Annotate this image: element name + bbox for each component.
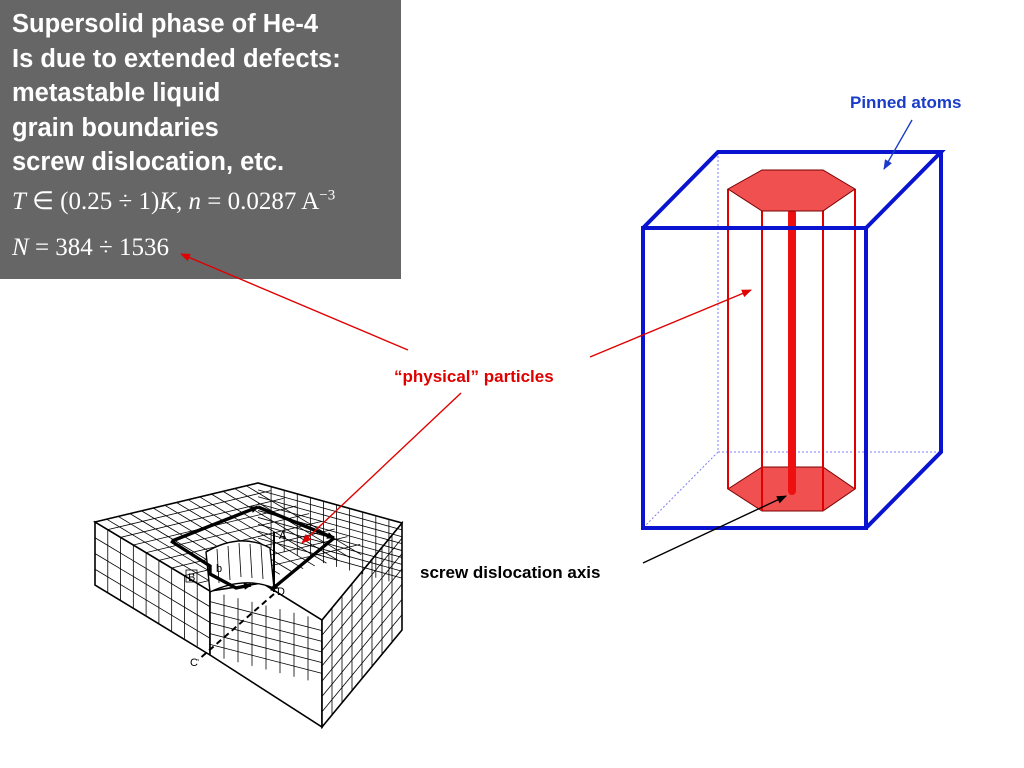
box-back-edge — [642, 451, 719, 529]
formula-symbol-T: T — [12, 188, 26, 215]
formula-range: ∈ (0.25 ÷ 1) — [25, 188, 160, 215]
top-hexagon — [727, 169, 856, 212]
lattice-grid-line — [94, 537, 211, 608]
lattice-grid-line — [321, 583, 403, 682]
title-line: Is due to extended defects: — [12, 44, 341, 73]
physical-particles-arrow-to-lattice — [301, 392, 462, 544]
lattice-grid-line — [257, 523, 403, 565]
lattice-point-label-D: D — [277, 586, 285, 598]
screw-dislocation-box-diagram — [641, 150, 946, 530]
formula-symbol-n: n — [188, 188, 202, 215]
lattice-grid-line — [94, 568, 211, 639]
dislocation-line-dashed — [197, 593, 275, 661]
lattice-grid-line — [321, 599, 403, 697]
formula-temperature-density: T ∈ (0.25 ÷ 1)K, n = 0.0287 A−3 — [12, 186, 335, 216]
lattice-grid-line — [234, 488, 350, 558]
lattice-point-label-C: C — [190, 657, 198, 669]
pinned-atoms-label: Pinned atoms — [850, 93, 962, 112]
title-line: metastable liquid — [12, 79, 221, 107]
transparent-box-outline — [641, 150, 946, 530]
lattice-grid-line — [94, 553, 211, 623]
lattice-grid-line — [227, 545, 231, 581]
lattice-point-label-B: B — [188, 572, 195, 584]
lattice-grid-line — [176, 502, 292, 572]
lattice-grid-line — [257, 537, 403, 579]
physical-particles-arrow-to-formula — [180, 253, 409, 351]
formula-count-value: = 384 ÷ 1536 — [28, 234, 170, 261]
lattice-grid-line — [238, 542, 242, 578]
lattice-grid-line — [120, 497, 284, 538]
lattice-grid-line — [257, 489, 403, 531]
lattice-grid-line — [257, 503, 403, 545]
lattice-point-label-b: b — [216, 563, 222, 575]
lattice-grid-line — [321, 614, 403, 712]
lattice-point-marker — [185, 569, 198, 583]
formula-density-value: = 0.0287 A — [201, 188, 320, 215]
screw-dislocation-axis-label: screw dislocation axis — [420, 563, 601, 582]
physical-particles-label: “physical” particles — [394, 367, 554, 386]
burgers-circuit-segment — [257, 505, 335, 540]
formula-symbol-K: K — [159, 188, 176, 215]
lattice-grid-line — [199, 496, 315, 567]
lattice-grid-line — [209, 611, 323, 642]
burgers-circuit-segment — [171, 505, 259, 543]
lattice-point-label-A: A — [279, 530, 287, 542]
formula-symbol-N: N — [12, 234, 29, 261]
burgers-circuit-segment — [269, 536, 336, 592]
lattice-grid-line — [187, 499, 304, 570]
title-box: Supersolid phase of He-4 Is due to exten… — [0, 0, 401, 279]
title-line: screw dislocation, etc. — [12, 148, 285, 176]
lattice-grid-line — [209, 601, 323, 632]
physical-particles-arrow-to-cylinder — [589, 289, 752, 358]
title-line: grain boundaries — [12, 113, 219, 142]
lattice-grid-line — [146, 513, 310, 554]
burgers-circuit-segment — [170, 539, 252, 590]
lattice-grid-line — [257, 530, 403, 572]
title-line: Supersolid phase of He-4 — [12, 10, 319, 38]
crystal-lattice-diagram: A BbC D — [92, 482, 404, 730]
lattice-grid-line — [209, 633, 323, 664]
lattice-grid-line — [107, 490, 271, 531]
lattice-grid-line — [249, 543, 253, 579]
pinned-atoms-arrow — [883, 119, 913, 170]
lattice-grid-line — [209, 622, 323, 653]
screw-axis-arrow — [642, 495, 787, 564]
formula-exponent: −3 — [319, 187, 336, 204]
formula-particle-count: N = 384 ÷ 1536 — [12, 234, 169, 262]
lattice-grid-line — [106, 518, 222, 589]
lattice-grid-line — [321, 568, 403, 667]
title-lines: Supersolid phase of He-4 Is due to exten… — [12, 7, 341, 180]
formula-separator: , — [176, 188, 189, 215]
lattice-grid-line — [260, 544, 264, 580]
box-right-edges — [864, 152, 943, 530]
lattice-grid-line — [209, 643, 323, 674]
lattice-grid-line — [246, 485, 362, 556]
box-top-edges — [641, 150, 946, 230]
